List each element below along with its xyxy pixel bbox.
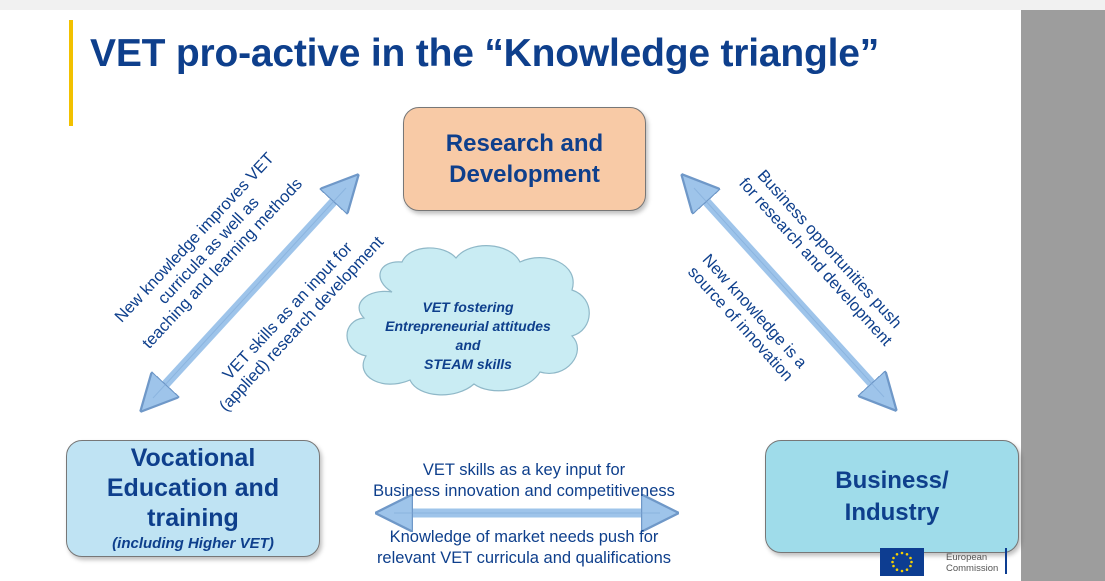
business-line1: Business/ [835, 467, 949, 495]
cloud-shape [346, 245, 590, 396]
vet-line1: Vocational [130, 444, 256, 473]
slide-title: VET pro-active in the “Knowledge triangl… [90, 32, 880, 75]
ec-logo-bar [1005, 548, 1007, 574]
vet-subtitle: (including Higher VET) [112, 535, 274, 553]
bottom-bottom-line2: relevant VET curricula and qualification… [376, 549, 672, 567]
cloud-line3: and [455, 337, 481, 353]
cloud-line2: Entrepreneurial attitudes [385, 318, 551, 334]
vet-line3: training [147, 504, 239, 533]
cloud-line4: STEAM skills [424, 356, 512, 372]
business-industry-box: Business/ Industry [765, 440, 1019, 553]
bottom-top-line1: VET skills as a key input for [422, 461, 626, 479]
bottom-bottom-label: Knowledge of market needs push for relev… [326, 527, 722, 569]
vet-line2: Education and [106, 474, 280, 503]
eu-flag-icon [880, 548, 924, 576]
ec-logo-line1: European [946, 552, 988, 563]
right-side-panel [1021, 10, 1105, 581]
vocational-education-box: Vocational Education and training (inclu… [66, 440, 320, 557]
research-line1: Research and [445, 129, 604, 157]
european-commission-logo: European Commission [880, 546, 1010, 576]
research-development-box: Research and Development [403, 107, 646, 211]
research-line2: Development [449, 161, 600, 188]
bottom-top-label: VET skills as a key input for Business i… [326, 460, 722, 502]
bottom-top-line2: Business innovation and competitiveness [373, 482, 675, 500]
cloud-text: VET fostering Entrepreneurial attitudes … [368, 298, 568, 374]
bottom-bottom-line1: Knowledge of market needs push for [389, 528, 659, 546]
business-line2: Industry [844, 498, 940, 526]
ec-logo-line2: Commission [946, 563, 999, 574]
title-accent-line [69, 20, 73, 126]
top-strip [0, 0, 1105, 10]
ec-logo-text: European Commission [946, 552, 998, 574]
cloud-line1: VET fostering [422, 299, 514, 315]
